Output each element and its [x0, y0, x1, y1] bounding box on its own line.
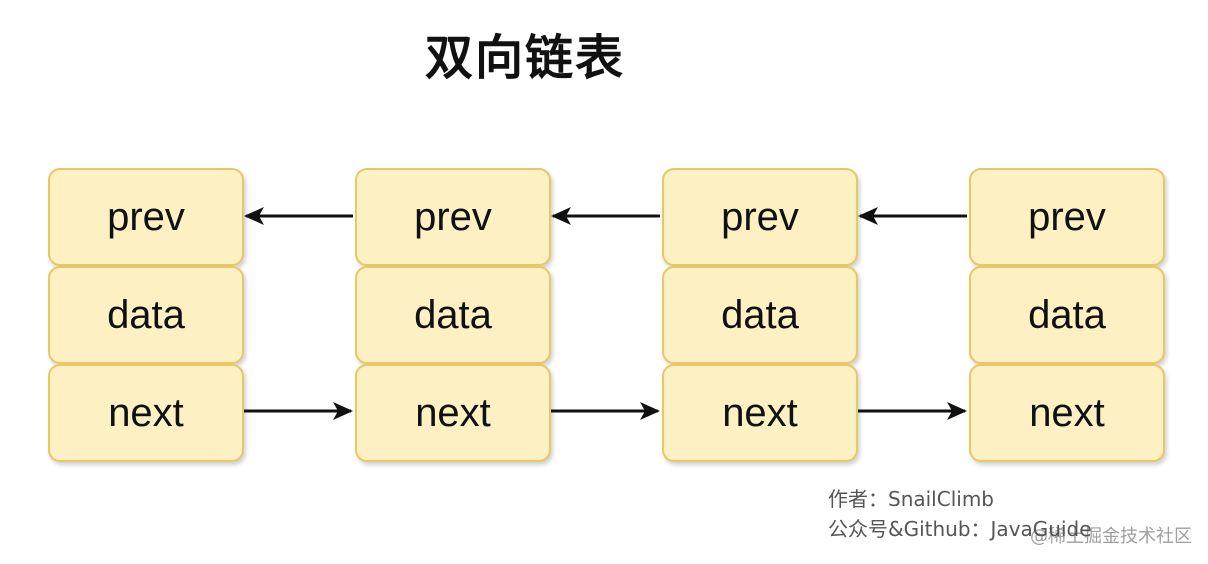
- list-node-3: prev data next: [662, 168, 858, 462]
- list-node-2: prev data next: [355, 168, 551, 462]
- node-data-field: data: [662, 266, 858, 364]
- node-next-field: next: [355, 364, 551, 462]
- list-node-1: prev data next: [48, 168, 244, 462]
- node-prev-field: prev: [662, 168, 858, 266]
- node-data-field: data: [48, 266, 244, 364]
- node-data-field: data: [355, 266, 551, 364]
- node-data-field: data: [969, 266, 1165, 364]
- node-prev-field: prev: [969, 168, 1165, 266]
- credits: 作者：SnailClimb 公众号&Github：JavaGuide: [828, 484, 1092, 544]
- node-prev-field: prev: [355, 168, 551, 266]
- node-next-field: next: [48, 364, 244, 462]
- diagram-title: 双向链表: [424, 30, 625, 86]
- list-node-4: prev data next: [969, 168, 1165, 462]
- site-watermark: @稀土掘金技术社区: [1030, 526, 1192, 547]
- account-credit: 公众号&Github：JavaGuide: [828, 517, 1092, 541]
- author-credit: 作者：SnailClimb: [828, 487, 994, 511]
- node-prev-field: prev: [48, 168, 244, 266]
- node-next-field: next: [969, 364, 1165, 462]
- node-next-field: next: [662, 364, 858, 462]
